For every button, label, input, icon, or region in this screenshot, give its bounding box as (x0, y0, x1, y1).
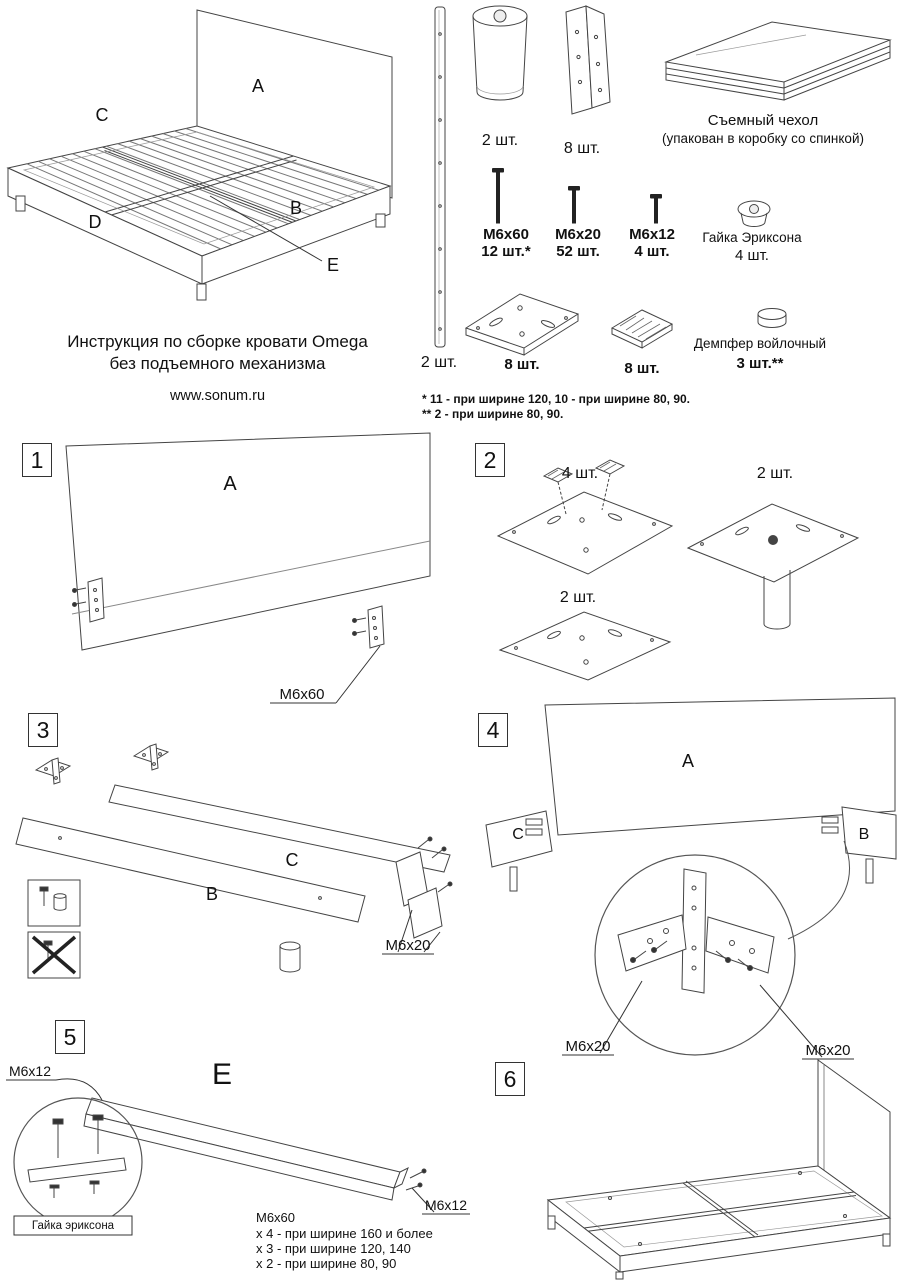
slat-holder-drawing (610, 309, 674, 349)
erikson-nut-qty: 4 шт. (735, 247, 769, 264)
step-6-number: 6 (495, 1062, 525, 1096)
step-2-qty-top-left: 4 шт. (562, 465, 598, 482)
step-5-drawing: M6x12 E M6x12 Гайка эриксона M6x60 x 4 -… (6, 1058, 470, 1271)
bed-label-e: E (327, 255, 339, 275)
bed-label-b: B (290, 198, 302, 218)
bolt-m6x20-drawing (568, 186, 580, 224)
step-5-label-e: E (212, 1058, 232, 1091)
step-4-number: 4 (478, 713, 508, 747)
bolt-m6x12-drawing (650, 194, 662, 224)
bolt-m6x60-label: M6x60 (483, 226, 529, 243)
step-1: 1 A M6x60 (0, 428, 462, 712)
bolt-m6x60-qty: 12 шт.* (481, 243, 531, 260)
bolt-m6x20-label: M6x20 (555, 226, 601, 243)
erikson-nut-label: Гайка Эриксона (702, 230, 802, 245)
bed-overview-drawing: A C D B E (6, 9, 393, 301)
corner-bracket-drawing (464, 293, 580, 356)
bolt-m6x12-label: M6x12 (629, 226, 675, 243)
step-4-drawing: A C B M6x20 M6x20 (485, 697, 897, 1060)
step-1-drawing: A M6x60 (65, 432, 431, 704)
step-3-label-b: B (206, 884, 218, 904)
step-5-note-bolt: M6x60 (256, 1210, 295, 1225)
step-3-number: 3 (28, 713, 58, 747)
step-4-label-c: C (512, 826, 524, 843)
bed-label-d: D (89, 212, 102, 232)
felt-damper-drawing (757, 308, 787, 328)
step-3: 3 (0, 700, 470, 1012)
step-2-qty-bottom: 2 шт. (560, 589, 596, 606)
slat-holder-qty: 8 шт. (624, 360, 660, 377)
step-4-callout-left: M6x20 (565, 1038, 610, 1055)
side-rail-part-drawing (434, 6, 446, 348)
bed-label-c: C (96, 105, 109, 125)
step-4-label-a: A (682, 751, 694, 771)
leg-qty: 2 шт. (481, 132, 519, 149)
step-1-label-a: A (223, 473, 237, 495)
step-2-number: 2 (475, 443, 505, 477)
cover-note: (упакован в коробку со спинкой) (662, 131, 864, 146)
step-1-callout-m6x60: M6x60 (279, 686, 324, 703)
side-face-right (201, 185, 391, 285)
step-1-number: 1 (22, 443, 52, 477)
step-2-drawing: 4 шт. 2 шт. 2 шт. (496, 459, 860, 681)
bed-label-a: A (252, 76, 264, 96)
step-5-callout-top: M6x12 (9, 1063, 51, 1079)
step-5-number: 5 (55, 1020, 85, 1054)
bed-leg (375, 213, 386, 228)
parts-panel: 2 шт. 2 шт. 8 шт. (420, 0, 900, 428)
footnotes: * 11 - при ширине 120, 10 - при ширине 8… (422, 392, 690, 422)
title-block: Инструкция по сборке кровати Omega без п… (15, 331, 420, 404)
step-4-label-b: B (859, 826, 870, 843)
step-2: 2 (462, 428, 900, 712)
side-rail-qty: 2 шт. (420, 354, 458, 371)
page-title-line2: без подъемного механизма (109, 354, 326, 373)
footnote-1: * 11 - при ширине 120, 10 - при ширине 8… (422, 392, 691, 406)
bed-leg (196, 283, 207, 301)
step-3-drawing: C B M6x20 (15, 743, 453, 979)
step-6-drawing (546, 1059, 892, 1280)
felt-damper-qty: 3 шт.** (736, 355, 784, 372)
step-5-note-line2: x 3 - при ширине 120, 140 (256, 1241, 411, 1256)
website: www.sonum.ru (169, 388, 266, 404)
rim-inner-edge (22, 131, 376, 245)
step-5: 5 (0, 1012, 490, 1280)
step-5-note-line3: x 2 - при ширине 80, 90 (256, 1256, 396, 1271)
felt-damper-label: Демпфер войлочный (693, 336, 827, 351)
corner-bracket-qty: 8 шт. (504, 356, 540, 373)
step-5-note-line1: x 4 - при ширине 160 и более (256, 1226, 433, 1241)
bolt-m6x12-qty: 4 шт. (634, 243, 670, 260)
corner-upright-qty: 8 шт. (563, 140, 601, 157)
label-e-leader (209, 195, 323, 262)
step-4: 4 (470, 693, 900, 1085)
erikson-nut-drawing (737, 200, 771, 227)
step-3-callout-m6x20: M6x20 (385, 937, 430, 954)
bed-leg (15, 195, 26, 212)
cover-title: Съемный чехол (707, 112, 819, 129)
step-4-callout-right: M6x20 (805, 1042, 850, 1059)
page-title-line1: Инструкция по сборке кровати Omega (67, 332, 368, 351)
step-3-label-c: C (286, 850, 299, 870)
leg-part-drawing (472, 5, 528, 101)
bolt-m6x60-drawing (492, 168, 504, 224)
step-6: 6 (490, 1048, 900, 1280)
bolt-m6x20-qty: 52 шт. (556, 243, 600, 260)
middle-cross-rail (102, 146, 299, 225)
step-5-callout-right: M6x12 (425, 1197, 467, 1213)
cover-part-drawing (664, 21, 892, 101)
corner-upright-part-drawing (565, 5, 611, 115)
footnote-2: ** 2 - при ширине 80, 90. (422, 407, 564, 421)
step-2-qty-top-right: 2 шт. (757, 465, 793, 482)
step-5-nut-caption: Гайка эриксона (32, 1220, 115, 1232)
